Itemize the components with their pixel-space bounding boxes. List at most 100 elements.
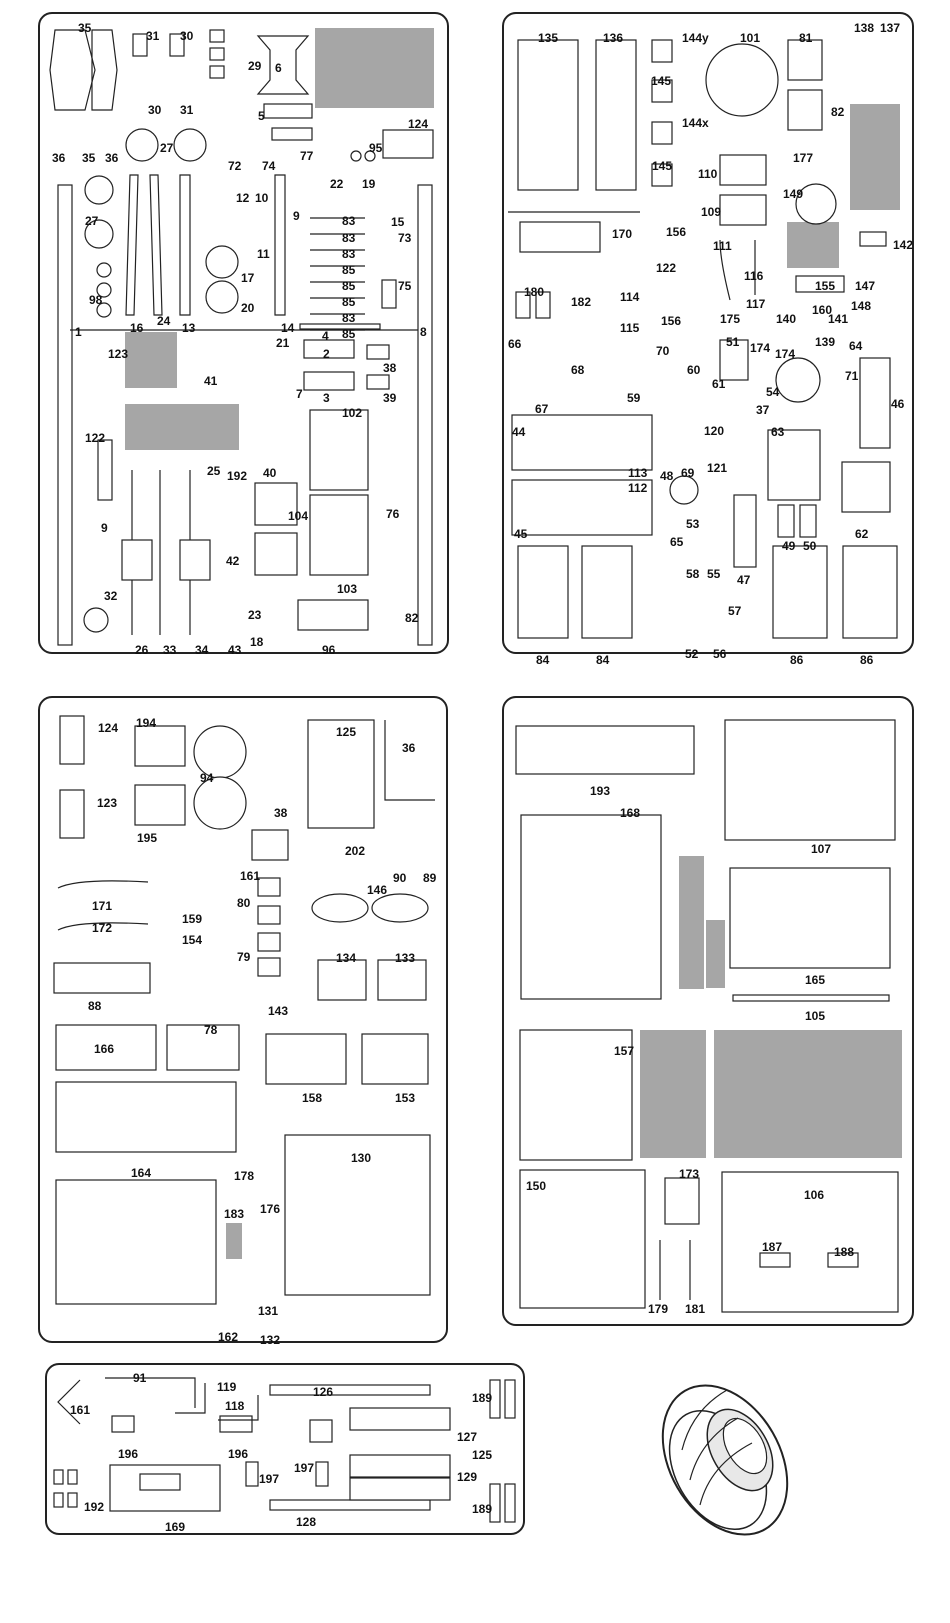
- part-label: 183: [224, 1207, 245, 1221]
- label-plate: [827, 1252, 859, 1268]
- tube-part: [269, 1499, 431, 1511]
- part-label: 39: [383, 391, 397, 405]
- part-label: 139: [815, 335, 836, 349]
- part-label: 9: [293, 209, 300, 223]
- part-label: 179: [648, 1302, 669, 1316]
- part-label: 174: [775, 347, 796, 361]
- disc-part: [84, 175, 114, 205]
- disc-part: [84, 219, 114, 249]
- part-label: 42: [226, 554, 240, 568]
- panel-part: [859, 357, 891, 449]
- tank-part: [581, 545, 633, 639]
- part-label: 155: [815, 279, 836, 293]
- part-label: 36: [52, 151, 66, 165]
- part-label: 45: [514, 527, 528, 541]
- part-label: 2: [323, 347, 330, 361]
- seat-part: [317, 959, 367, 1001]
- part-label: 197: [294, 1461, 315, 1475]
- small-part: [209, 65, 225, 79]
- spring-part: [179, 174, 191, 316]
- pipe-part: [175, 1383, 206, 1414]
- part-label: 181: [685, 1302, 706, 1316]
- tray-part: [795, 275, 845, 293]
- tube-part: [349, 1477, 451, 1501]
- engine-part: [511, 479, 653, 536]
- pulley-part: [669, 475, 699, 505]
- part-label: 101: [740, 31, 761, 45]
- part-label: 125: [472, 1448, 493, 1462]
- chevron-part: [57, 1379, 81, 1425]
- part-label: 103: [337, 582, 358, 596]
- part-label: 61: [712, 377, 726, 391]
- part-label: 6: [275, 61, 282, 75]
- tank-part: [517, 545, 569, 639]
- part-label: 85: [342, 263, 356, 277]
- chassis-rail-left: [57, 184, 73, 646]
- frame-part: [254, 482, 298, 526]
- small-part: [219, 1415, 253, 1433]
- part-label: 17: [241, 271, 255, 285]
- panel-part: [55, 1024, 157, 1071]
- part-label: 85: [342, 327, 356, 341]
- part-label: 85: [342, 279, 356, 293]
- part-label: 3: [323, 391, 330, 405]
- part-label: 117: [746, 297, 766, 311]
- masked-area: [706, 920, 725, 988]
- part-label: 10: [255, 191, 269, 205]
- part-label: 122: [656, 261, 677, 275]
- small-part: [257, 877, 281, 897]
- part-label: 138: [854, 21, 875, 35]
- pipe-part: [719, 239, 731, 301]
- part-label: 57: [728, 604, 742, 618]
- bracket-part: [651, 79, 673, 103]
- tank-part: [309, 409, 369, 491]
- small-part: [664, 1177, 700, 1225]
- part-label: 170: [612, 227, 633, 241]
- part-label: 83: [342, 214, 356, 228]
- part-label: 147: [855, 279, 876, 293]
- part-label: 48: [660, 469, 674, 483]
- part-label: 182: [571, 295, 592, 309]
- fan-part: [775, 357, 821, 403]
- part-label: 136: [603, 31, 624, 45]
- part-label: 50: [803, 539, 817, 553]
- part-label: 129: [457, 1470, 478, 1484]
- tank-part: [772, 545, 828, 639]
- masked-area: [787, 222, 839, 268]
- frame-part: [254, 532, 298, 576]
- part-label: 94: [200, 771, 214, 785]
- tank-part: [842, 545, 898, 639]
- part-label: 83: [342, 231, 356, 245]
- bracket-part: [504, 1483, 516, 1523]
- part-label: 89: [423, 871, 437, 885]
- part-label: 76: [386, 507, 400, 521]
- part-label: 78: [204, 1023, 218, 1037]
- masked-area: [125, 404, 239, 450]
- part-label: 8: [420, 325, 427, 339]
- part-label: 149: [783, 187, 804, 201]
- part-label: 85: [342, 295, 356, 309]
- part-label: 124: [408, 117, 429, 131]
- small-part: [209, 47, 225, 61]
- part-label: 53: [686, 517, 700, 531]
- part-label: 31: [146, 29, 160, 43]
- part-label: 70: [656, 344, 670, 358]
- part-label: 112: [628, 481, 648, 495]
- part-label: 189: [472, 1502, 493, 1516]
- wheel-part: [125, 128, 159, 162]
- bracket-part: [49, 29, 96, 111]
- box-part: [382, 129, 434, 159]
- part-label: 156: [666, 225, 687, 239]
- bar-part: [57, 922, 149, 931]
- label-plate: [759, 1252, 791, 1268]
- part-label: 34: [195, 643, 209, 657]
- part-label: 63: [771, 425, 785, 439]
- seat-part: [377, 959, 427, 1001]
- small-part: [53, 1492, 64, 1508]
- part-label: 150: [526, 1179, 547, 1193]
- part-label: 83: [342, 247, 356, 261]
- part-label: 196: [118, 1447, 139, 1461]
- part-label: 20: [241, 301, 255, 315]
- tube-part: [269, 1384, 431, 1396]
- part-label: 159: [182, 912, 203, 926]
